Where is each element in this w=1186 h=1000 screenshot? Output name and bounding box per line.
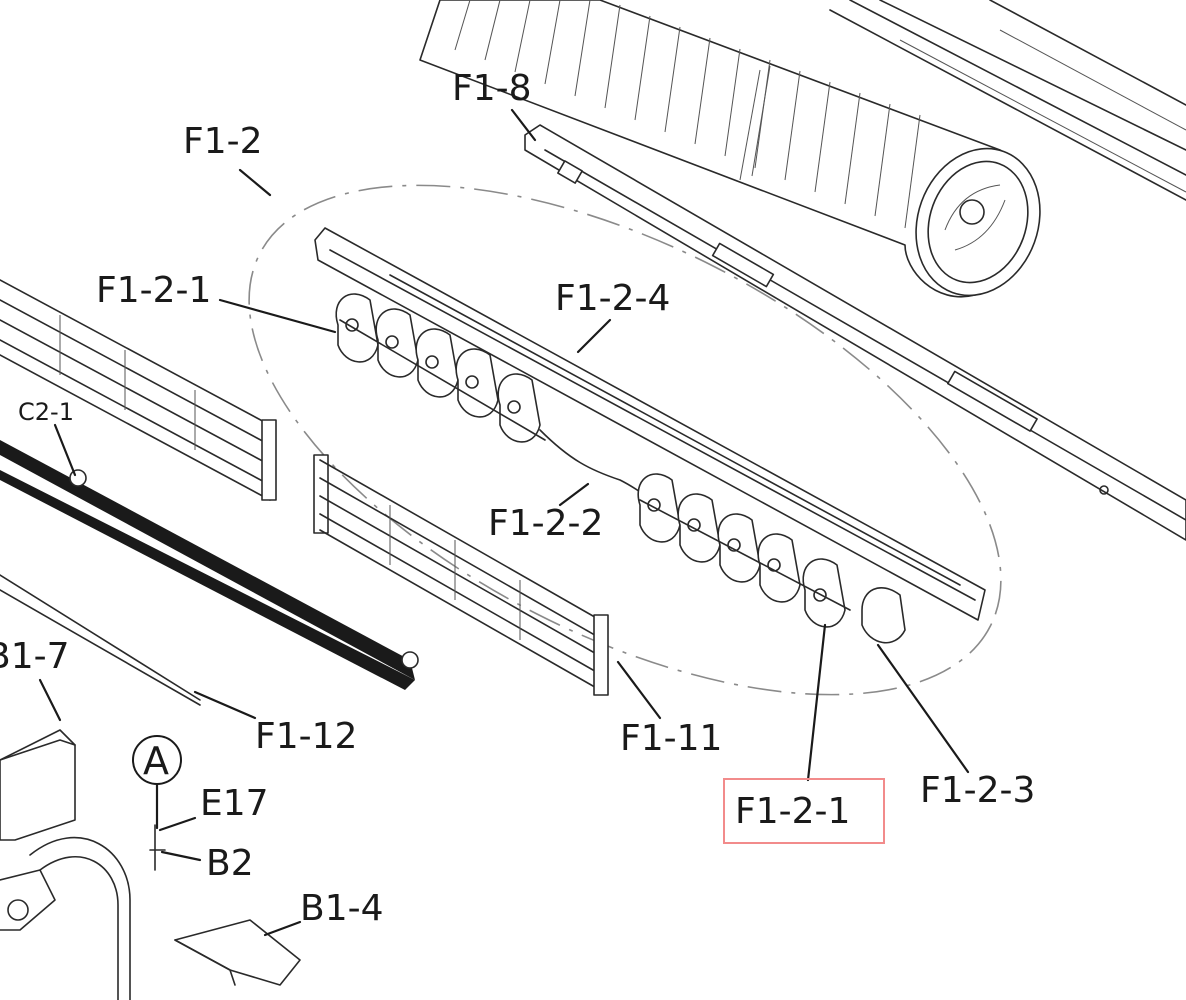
label-b2: B2 — [206, 843, 254, 884]
highlight-box — [723, 778, 885, 844]
label-f1-2-2: F1-2-2 — [488, 503, 603, 544]
cross-flow-fan-drawing — [419, 0, 1041, 298]
label-f1-12: F1-12 — [255, 716, 357, 757]
label-b1-7: B1-7 — [0, 636, 70, 677]
label-f1-2-1-highlighted: F1-2-1 — [735, 791, 850, 832]
leader-lines — [38, 108, 970, 937]
label-f1-2-3: F1-2-3 — [920, 770, 1035, 811]
label-f1-2-4: F1-2-4 — [555, 278, 670, 319]
f1-11-louver-drawing — [313, 454, 609, 696]
left-upper-louver-drawing — [0, 279, 277, 501]
f1-8-bar-drawing — [524, 124, 1186, 541]
lower-left-parts-drawing — [0, 729, 301, 1000]
label-c2-1: C2-1 — [18, 398, 74, 426]
front-panel-rails — [829, 0, 1186, 201]
reference-a-marker-circle — [132, 735, 182, 785]
label-f1-2-1-upper: F1-2-1 — [96, 270, 211, 311]
label-f1-2: F1-2 — [183, 121, 263, 162]
f1-2-assembly-boundary — [248, 184, 1002, 696]
label-b1-4: B1-4 — [300, 888, 384, 929]
label-f1-8: F1-8 — [452, 68, 532, 109]
louver-assembly-drawing — [314, 227, 986, 644]
label-f1-11: F1-11 — [620, 718, 722, 759]
label-e17: E17 — [200, 783, 269, 824]
label-reference-a: A — [143, 739, 169, 783]
